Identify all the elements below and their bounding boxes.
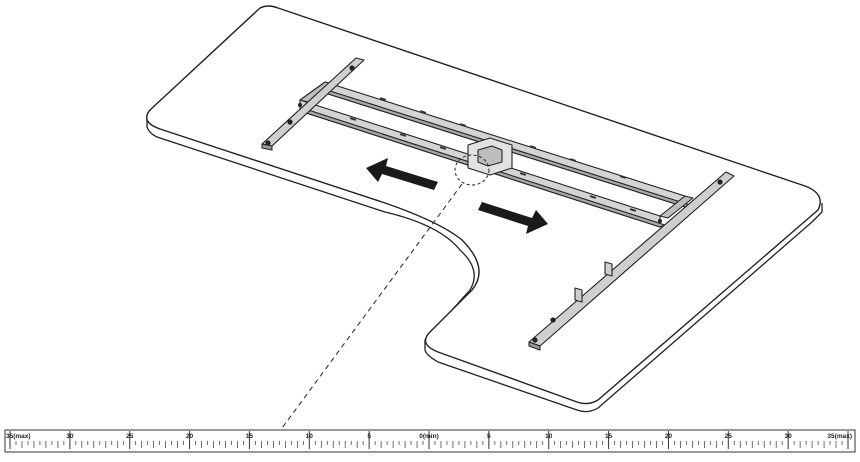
ruler-label: 10 [545, 433, 553, 440]
ruler-label: 20 [665, 433, 673, 440]
ruler: 35(max) 30 25 20 15 10 5 0(min) 5 10 15 20 25 30 35(ma… [4, 429, 856, 453]
ruler-body [4, 429, 856, 453]
ruler-ticks [9, 431, 849, 449]
ruler-label: 15 [605, 433, 613, 440]
ruler-labels: 35(max) 30 25 20 15 10 5 0(min) 5 10 15 20 25 30 35(ma… [6, 433, 852, 440]
ruler-label: 35(max) [827, 433, 852, 440]
ruler-label: 30 [66, 433, 74, 440]
ruler-label: 25 [725, 433, 733, 440]
ruler-label: 5 [487, 433, 491, 440]
ruler-label: 30 [785, 433, 793, 440]
ruler-label: 5 [367, 433, 371, 440]
arrow-right [478, 202, 548, 234]
ruler-label: 20 [186, 433, 194, 440]
ruler-label: 15 [246, 433, 254, 440]
arrow-left [366, 158, 438, 190]
ruler-label: 25 [126, 433, 134, 440]
ruler-label: 35(max) [6, 433, 31, 440]
ruler-label: 0(min) [419, 433, 439, 440]
ruler-label: 10 [306, 433, 314, 440]
rail-slots [349, 97, 637, 212]
bolt-holes [265, 65, 723, 343]
frame [261, 57, 735, 351]
crossbar-right [659, 195, 694, 219]
detail-callout [281, 154, 490, 429]
